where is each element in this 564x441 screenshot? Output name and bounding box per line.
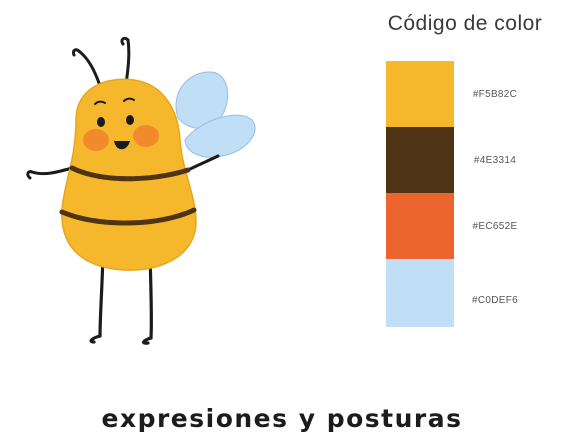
bee-eyebrows <box>94 97 135 105</box>
bee-cheeks <box>83 125 159 151</box>
bee-lower-wing <box>184 114 256 158</box>
bee-illustration <box>26 36 256 345</box>
swatch-3 <box>386 193 454 259</box>
bee-eyes <box>97 115 134 127</box>
expressions-and-postures-title: expresiones y posturas <box>101 404 463 433</box>
swatch-labels: #F5B82C #4E3314 #EC652E #C0DEF6 <box>455 61 535 341</box>
color-swatches <box>386 61 454 327</box>
bee-stripes <box>59 165 197 226</box>
swatch-4 <box>386 259 454 327</box>
bee-wings <box>175 71 256 158</box>
swatch-2 <box>386 127 454 193</box>
swatch-1 <box>386 61 454 127</box>
bee-arms <box>26 154 220 180</box>
swatch-label-1: #F5B82C <box>472 88 518 100</box>
bee-mouth <box>114 141 130 150</box>
palette-title: Código de color <box>387 12 543 35</box>
swatch-label-4: #C0DEF6 <box>471 294 518 306</box>
swatch-label-3: #EC652E <box>472 220 518 232</box>
swatch-label-2: #4E3314 <box>473 154 517 166</box>
